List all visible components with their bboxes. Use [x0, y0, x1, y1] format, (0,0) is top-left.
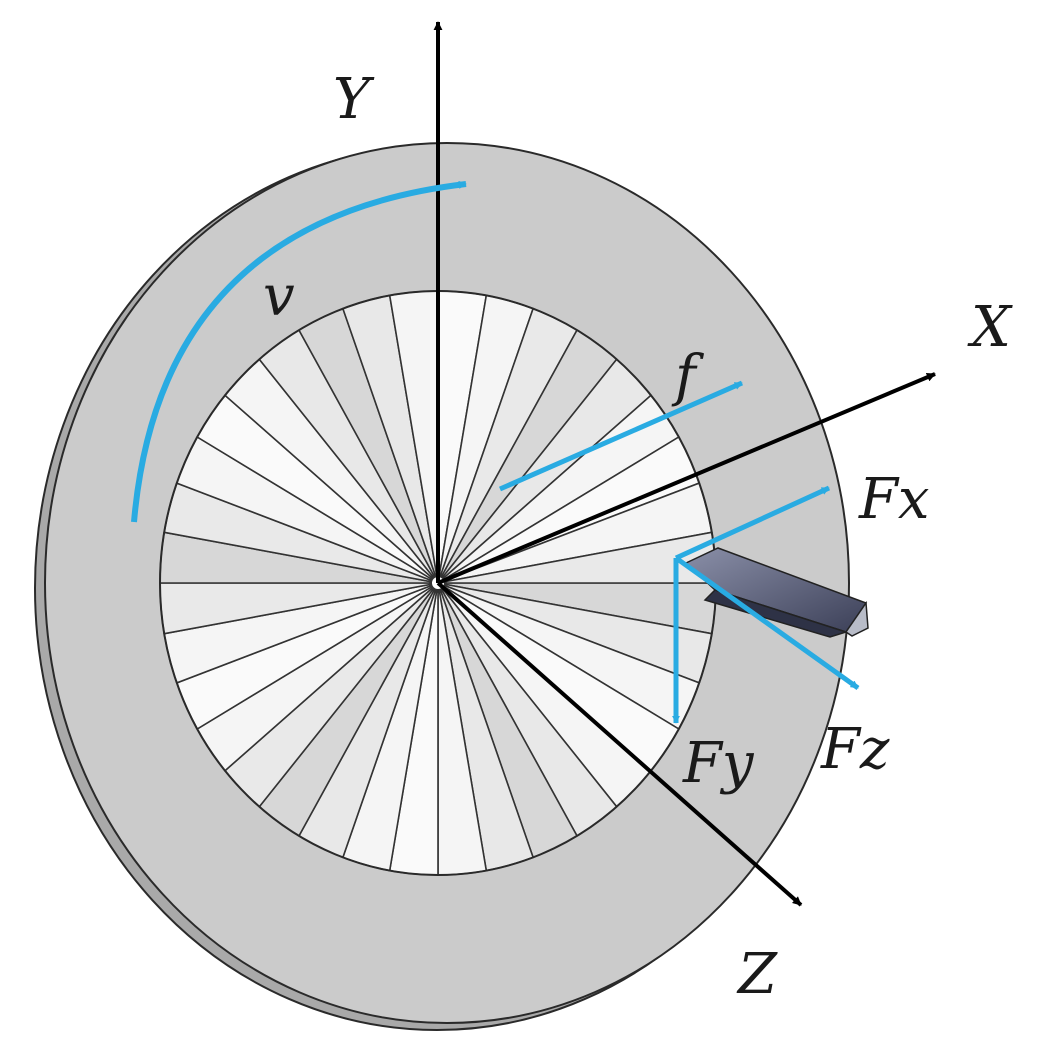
fx-label: Fx: [858, 467, 929, 532]
blade-region: [159, 290, 717, 876]
feed-vector: [498, 380, 744, 492]
z-axis-label: Z: [736, 942, 778, 1007]
z-axis: [436, 581, 803, 907]
fy-label: Fy: [682, 731, 755, 796]
rotation-label: v: [263, 264, 295, 329]
y-axis-label: Y: [333, 67, 375, 132]
fz-vector: [674, 555, 860, 691]
fx-vector: [674, 485, 831, 561]
x-axis: [437, 372, 936, 585]
x-axis-label: X: [967, 295, 1013, 360]
rotation-arrow: [131, 180, 467, 523]
fz-label: Fz: [820, 717, 890, 782]
